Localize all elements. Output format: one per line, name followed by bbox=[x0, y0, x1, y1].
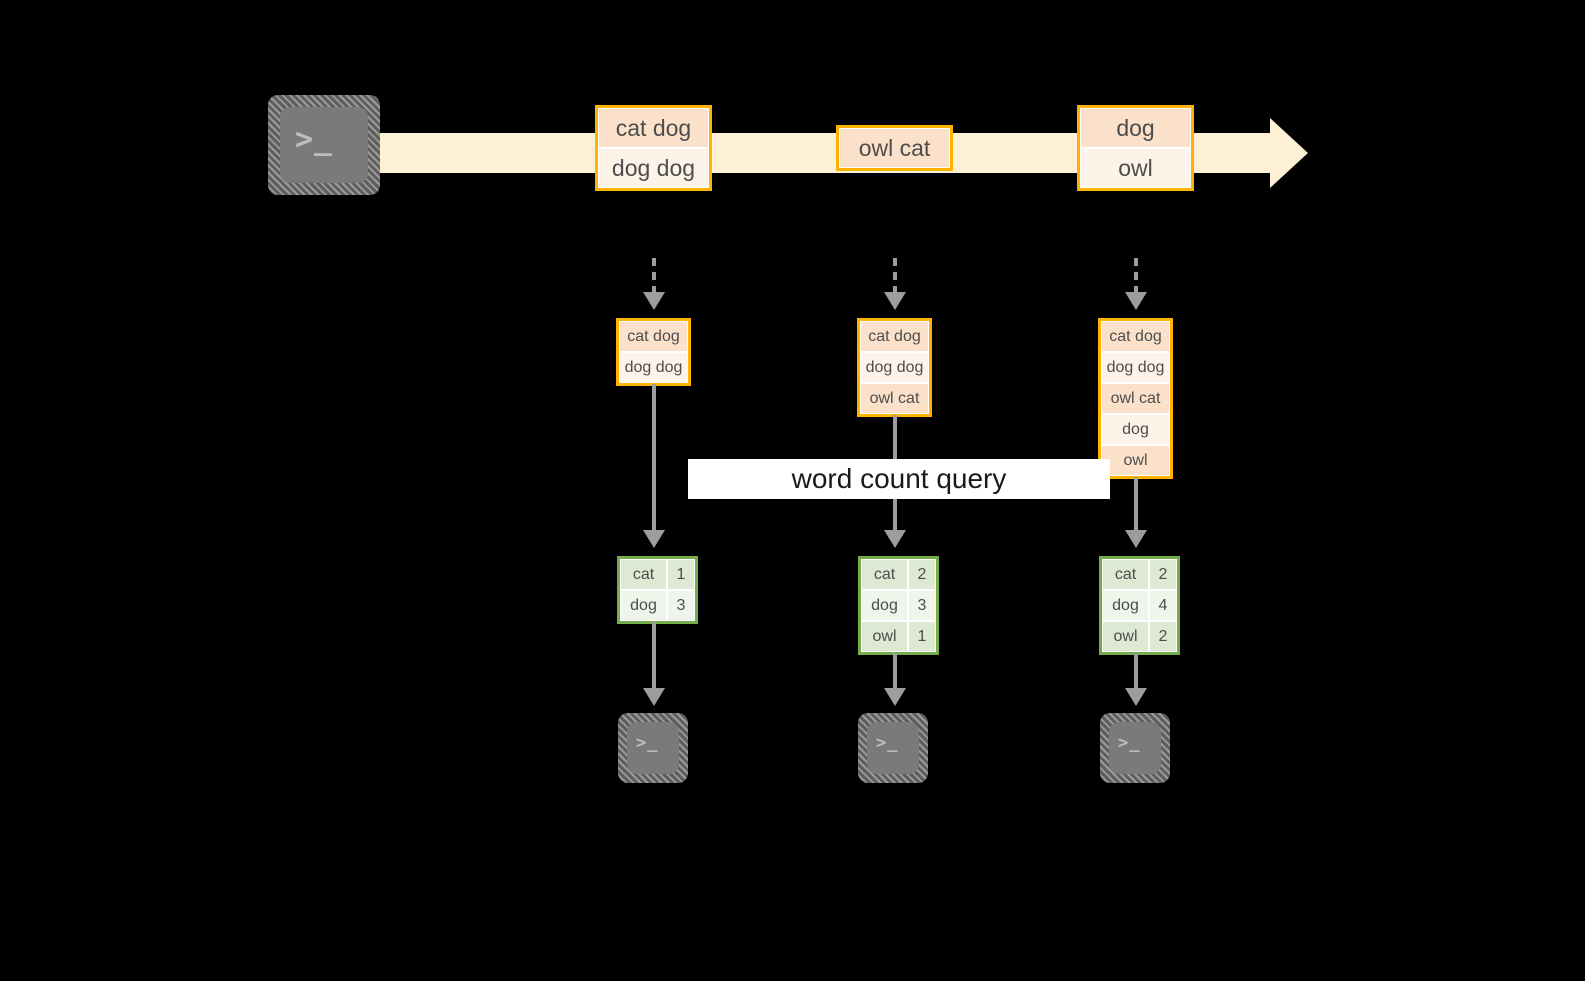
batch-line: owl cat bbox=[839, 128, 950, 168]
terminal-face bbox=[280, 107, 368, 183]
table-row: dog 4 bbox=[1102, 590, 1177, 621]
terminal-face bbox=[1109, 722, 1161, 774]
connector-result-to-sink-1 bbox=[652, 622, 656, 692]
connector-arrowhead bbox=[1125, 292, 1147, 310]
query-label-background bbox=[688, 459, 1110, 499]
input-row: dog dog bbox=[1101, 352, 1170, 383]
result-word: owl bbox=[1102, 621, 1149, 652]
timeline-arrowhead bbox=[1270, 118, 1308, 188]
input-table-2: cat dog dog dog owl cat bbox=[857, 318, 932, 417]
connector-arrowhead bbox=[1125, 688, 1147, 706]
sink-terminal-icon-1: >_ bbox=[618, 713, 688, 783]
input-table-1: cat dog dog dog bbox=[616, 318, 691, 386]
result-word: cat bbox=[1102, 559, 1149, 590]
input-row: dog dog bbox=[860, 352, 929, 383]
table-row: cat 1 bbox=[620, 559, 695, 590]
connector-arrowhead bbox=[884, 292, 906, 310]
input-row: cat dog bbox=[860, 321, 929, 352]
connector-result-to-sink-3 bbox=[1134, 653, 1138, 692]
sink-terminal-icon-3: >_ bbox=[1100, 713, 1170, 783]
result-word: cat bbox=[861, 559, 908, 590]
result-count: 1 bbox=[667, 559, 695, 590]
result-word: dog bbox=[861, 590, 908, 621]
result-count: 3 bbox=[667, 590, 695, 621]
input-row: cat dog bbox=[1101, 321, 1170, 352]
input-row: owl bbox=[1101, 445, 1170, 476]
connector-arrowhead bbox=[884, 530, 906, 548]
terminal-prompt-glyph: >_ bbox=[876, 733, 899, 753]
connector-arrowhead bbox=[643, 292, 665, 310]
batch-line: cat dog bbox=[598, 108, 709, 148]
terminal-prompt-glyph: >_ bbox=[295, 122, 334, 157]
connector-batch-to-input-3 bbox=[1134, 258, 1138, 294]
input-row: cat dog bbox=[619, 321, 688, 352]
connector-result-to-sink-2 bbox=[893, 653, 897, 692]
table-row: owl 1 bbox=[861, 621, 936, 652]
table-row: owl 2 bbox=[1102, 621, 1177, 652]
result-count: 4 bbox=[1149, 590, 1177, 621]
result-word: cat bbox=[620, 559, 667, 590]
connector-input-to-result-1 bbox=[652, 384, 656, 542]
query-label: word count query bbox=[791, 463, 1007, 494]
table-row: cat 2 bbox=[1102, 559, 1177, 590]
result-table-1: cat 1 dog 3 bbox=[617, 556, 698, 624]
batch-line: owl bbox=[1080, 148, 1191, 188]
connector-batch-to-input-1 bbox=[652, 258, 656, 294]
result-table-3: cat 2 dog 4 owl 2 bbox=[1099, 556, 1180, 655]
connector-arrowhead bbox=[643, 688, 665, 706]
connector-arrowhead bbox=[643, 530, 665, 548]
terminal-face bbox=[867, 722, 919, 774]
sink-terminal-icon-2: >_ bbox=[858, 713, 928, 783]
input-table-3: cat dog dog dog owl cat dog owl bbox=[1098, 318, 1173, 479]
batch-line: dog bbox=[1080, 108, 1191, 148]
timeline-batch-2: owl cat bbox=[836, 125, 953, 171]
table-row: dog 3 bbox=[861, 590, 936, 621]
result-count: 2 bbox=[1149, 559, 1177, 590]
timeline-batch-1: cat dog dog dog bbox=[595, 105, 712, 191]
batch-line: dog dog bbox=[598, 148, 709, 188]
result-count: 2 bbox=[908, 559, 936, 590]
connector-arrowhead bbox=[884, 688, 906, 706]
connector-input-to-result-3 bbox=[1134, 477, 1138, 542]
input-row: dog dog bbox=[619, 352, 688, 383]
result-count: 3 bbox=[908, 590, 936, 621]
connector-batch-to-input-2 bbox=[893, 258, 897, 294]
result-word: dog bbox=[620, 590, 667, 621]
result-count: 2 bbox=[1149, 621, 1177, 652]
result-count: 1 bbox=[908, 621, 936, 652]
source-terminal-icon: >_ bbox=[268, 95, 380, 195]
result-word: owl bbox=[861, 621, 908, 652]
connector-arrowhead bbox=[1125, 530, 1147, 548]
terminal-prompt-glyph: >_ bbox=[636, 733, 659, 753]
table-row: dog 3 bbox=[620, 590, 695, 621]
timeline-batch-3: dog owl bbox=[1077, 105, 1194, 191]
table-row: cat 2 bbox=[861, 559, 936, 590]
result-word: dog bbox=[1102, 590, 1149, 621]
terminal-prompt-glyph: >_ bbox=[1118, 733, 1141, 753]
input-row: owl cat bbox=[860, 383, 929, 414]
input-row: owl cat bbox=[1101, 383, 1170, 414]
terminal-face bbox=[627, 722, 679, 774]
input-row: dog bbox=[1101, 414, 1170, 445]
result-table-2: cat 2 dog 3 owl 1 bbox=[858, 556, 939, 655]
